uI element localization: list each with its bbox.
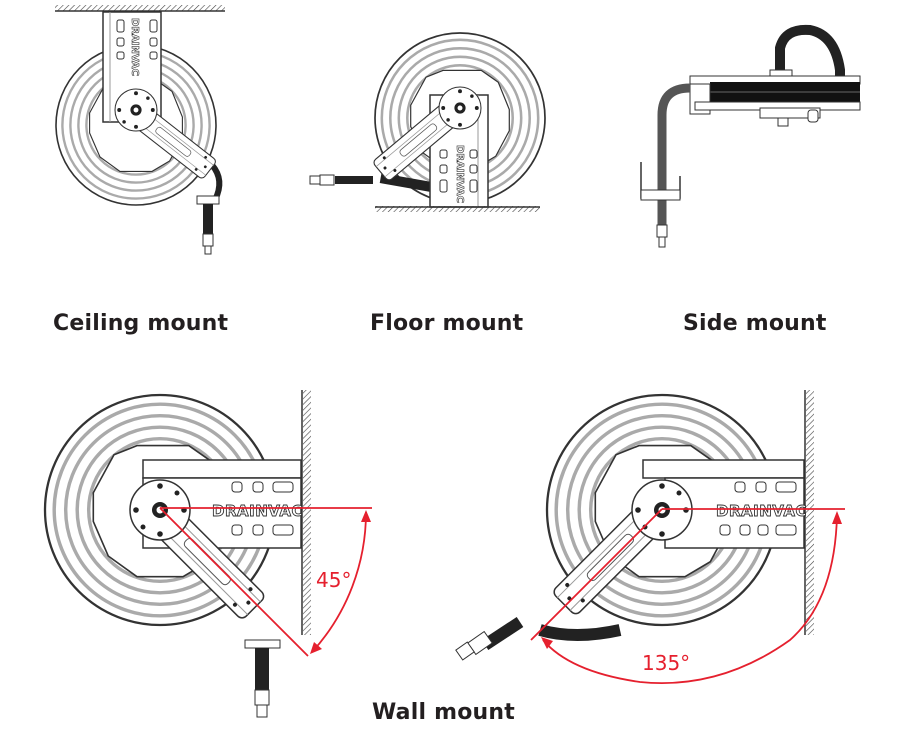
brand-label: DRAINVAC <box>716 502 807 520</box>
brand-label: DRAINVAC <box>454 145 465 203</box>
wall-mount-label: Wall mount <box>372 700 515 725</box>
arrowhead-icon <box>541 637 553 649</box>
brand-label: DRAINVAC <box>129 18 140 76</box>
ceiling-mount-illustration: DRAINVAC <box>54 5 225 255</box>
arrowhead-icon <box>832 511 842 524</box>
arm-axis-line <box>159 507 309 657</box>
arrowhead-icon <box>310 642 322 654</box>
ceiling-mount-label: Ceiling mount <box>53 311 229 336</box>
arm-axis-line <box>530 508 663 641</box>
arrowhead-icon <box>361 510 371 522</box>
side-mount-illustration <box>640 24 861 248</box>
angle-arc <box>312 511 367 652</box>
angle-arc <box>542 514 838 684</box>
wall-mount-135-illustration: DRAINVAC 135° <box>455 390 845 684</box>
angle-label-135: 135° <box>642 651 690 675</box>
angle-label-45: 45° <box>316 568 351 592</box>
wall-mount-45-illustration: DRAINVAC 45° <box>43 390 372 718</box>
floor-mount-illustration: DRAINVAC <box>309 31 547 212</box>
brand-label: DRAINVAC <box>212 502 303 520</box>
floor-mount-label: Floor mount <box>370 311 524 336</box>
side-mount-label: Side mount <box>683 311 827 336</box>
